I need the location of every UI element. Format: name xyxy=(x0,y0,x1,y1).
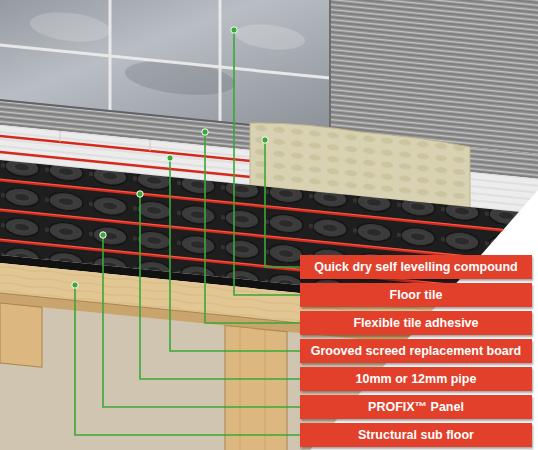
callout-label: PROFIX™ Panel xyxy=(300,395,532,419)
callout-label: Structural sub floor xyxy=(300,423,532,447)
callout-text: Flexible tile adhesive xyxy=(353,316,478,330)
callout-label: Floor tile xyxy=(300,283,532,307)
callout-label: Quick dry self levelling compound xyxy=(300,255,532,279)
callout-text: Structural sub floor xyxy=(358,428,474,442)
callout-text: 10mm or 12mm pipe xyxy=(356,372,477,386)
callout-label: 10mm or 12mm pipe xyxy=(300,367,532,391)
leader-lines xyxy=(75,30,300,435)
callout-label: Flexible tile adhesive xyxy=(300,311,532,335)
callout-text: Quick dry self levelling compound xyxy=(314,260,518,274)
callout-text: Floor tile xyxy=(390,288,443,302)
callout-label: Grooved screed replacement board xyxy=(300,339,532,363)
callout-text: PROFIX™ Panel xyxy=(368,400,464,414)
leader-dots xyxy=(72,27,268,288)
callout-text: Grooved screed replacement board xyxy=(311,344,522,358)
